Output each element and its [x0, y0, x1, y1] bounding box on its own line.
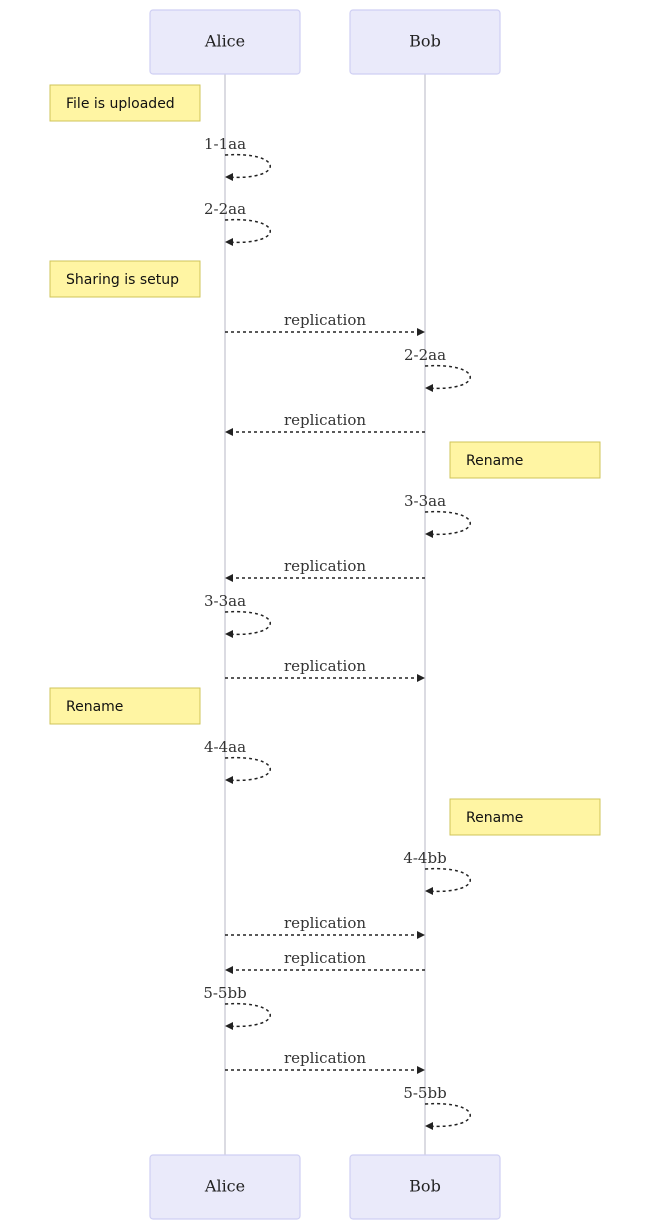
self-loop-line [424, 867, 471, 893]
arrowhead [425, 1122, 433, 1130]
actor-label: Bob [409, 1177, 441, 1196]
message: replication [225, 914, 425, 939]
self-loop-line [224, 153, 271, 179]
self-loop-line [424, 364, 471, 390]
note-box [49, 84, 201, 122]
message-label: replication [284, 1049, 366, 1067]
message: replication [225, 311, 425, 336]
actor-bob-bottom: Bob [349, 1154, 501, 1220]
message-label: replication [284, 311, 366, 329]
message-label: replication [284, 657, 366, 675]
message-label: replication [284, 914, 366, 932]
note: Rename [449, 798, 601, 836]
arrowhead [417, 1066, 425, 1074]
arrowhead [425, 530, 433, 538]
arrowhead [225, 966, 233, 974]
arrowhead [225, 428, 233, 436]
arrowhead [225, 173, 233, 181]
self-message-label: 2-2aa [404, 346, 446, 364]
self-message: 3-3aa [404, 492, 471, 538]
actor-box [149, 9, 301, 75]
arrowhead [425, 887, 433, 895]
actor-alice-bottom: Alice [149, 1154, 301, 1220]
actor-box [149, 1154, 301, 1220]
note-text: Rename [466, 453, 523, 469]
note-box [449, 441, 601, 479]
self-loop-line [224, 610, 271, 636]
self-message-label: 5-5bb [403, 1084, 446, 1102]
self-message-label: 3-3aa [404, 492, 446, 510]
self-message-label: 2-2aa [204, 200, 246, 218]
arrowhead [417, 674, 425, 682]
arrowhead [225, 1022, 233, 1030]
message: replication [225, 949, 425, 974]
arrowhead [225, 238, 233, 246]
message: replication [225, 1049, 425, 1074]
self-message-label: 5-5bb [203, 984, 246, 1002]
message: replication [225, 657, 425, 682]
arrowhead [417, 328, 425, 336]
self-message: 2-2aa [404, 346, 471, 392]
note-text: File is uploaded [66, 96, 175, 112]
self-message: 1-1aa [204, 135, 271, 181]
self-message-label: 4-4aa [204, 738, 246, 756]
self-message-label: 3-3aa [204, 592, 246, 610]
note: Sharing is setup [49, 260, 201, 298]
self-message-label: 1-1aa [204, 135, 246, 153]
message-label: replication [284, 557, 366, 575]
note: Rename [449, 441, 601, 479]
actor-label: Alice [204, 32, 245, 51]
self-message: 4-4bb [403, 849, 471, 895]
actor-alice-top: Alice [149, 9, 301, 75]
arrowhead [425, 384, 433, 392]
actor-bob-top: Bob [349, 9, 501, 75]
self-message: 3-3aa [204, 592, 271, 638]
arrowhead [225, 574, 233, 582]
note-text: Rename [466, 810, 523, 826]
message-label: replication [284, 949, 366, 967]
message-label: replication [284, 411, 366, 429]
message: replication [225, 557, 425, 582]
note-box [49, 260, 201, 298]
arrowhead [225, 776, 233, 784]
actor-label: Bob [409, 32, 441, 51]
note-box [449, 798, 601, 836]
actor-box [349, 1154, 501, 1220]
self-loop-line [224, 756, 271, 782]
arrowhead [225, 630, 233, 638]
message: replication [225, 411, 425, 436]
arrowhead [417, 931, 425, 939]
self-loop-line [224, 218, 271, 244]
self-message: 5-5bb [403, 1084, 471, 1130]
self-message-label: 4-4bb [403, 849, 446, 867]
note: File is uploaded [49, 84, 201, 122]
self-message: 2-2aa [204, 200, 271, 246]
note-text: Rename [66, 699, 123, 715]
self-message: 4-4aa [204, 738, 271, 784]
self-message: 5-5bb [203, 984, 271, 1030]
actor-label: Alice [204, 1177, 245, 1196]
self-loop-line [424, 1102, 471, 1128]
note-text: Sharing is setup [66, 272, 179, 288]
actor-box [349, 9, 501, 75]
note: Rename [49, 687, 201, 725]
note-box [49, 687, 201, 725]
self-loop-line [424, 510, 471, 536]
self-loop-line [224, 1002, 271, 1028]
